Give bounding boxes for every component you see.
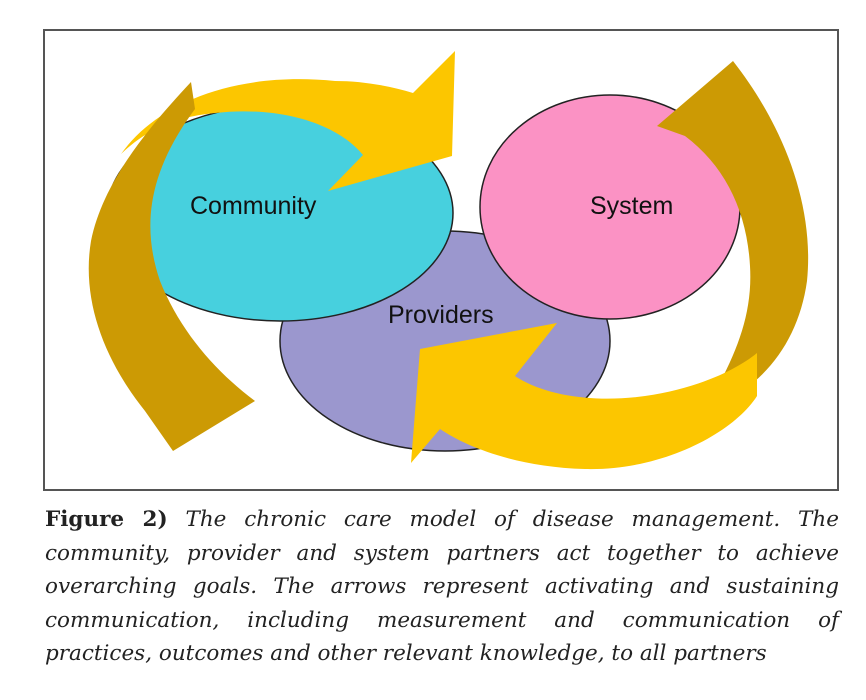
- bottom-curved-arrow: [411, 323, 757, 470]
- top-curved-arrow: [121, 51, 455, 191]
- figure-caption-label: Figure 2): [45, 507, 168, 532]
- system-label: System: [590, 192, 673, 220]
- left-curved-arrow: [88, 82, 255, 451]
- figure-frame: Community System Providers: [43, 29, 839, 491]
- chronic-care-diagram: Community System Providers: [88, 51, 809, 470]
- community-label: Community: [190, 192, 317, 220]
- providers-label: Providers: [388, 301, 494, 329]
- figure-caption: Figure 2) The chronic care model of dise…: [45, 503, 839, 671]
- right-curved-arrow: [657, 61, 809, 401]
- figure-caption-text: The chronic care model of disease manage…: [45, 507, 839, 666]
